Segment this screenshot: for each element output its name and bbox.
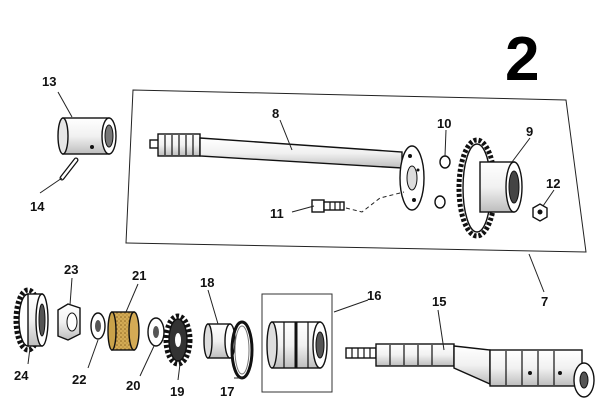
- part-17-snap-ring: [230, 320, 254, 380]
- part-12-nut: [532, 203, 548, 222]
- page-number: 2: [505, 25, 539, 94]
- part-20-washer: [147, 317, 165, 347]
- callout-14: 14: [30, 199, 45, 214]
- part-11-bolt: [311, 191, 405, 213]
- callout-20: 20: [126, 378, 140, 393]
- part-15-shaft: [345, 343, 595, 398]
- assembly-box-7: [125, 89, 587, 253]
- callout-18: 18: [200, 275, 214, 290]
- callout-15: 15: [432, 294, 446, 309]
- part-8-shaft: [149, 133, 425, 211]
- callout-24: 24: [14, 368, 29, 383]
- part-19-gear: [163, 313, 193, 367]
- leader-lines: [27, 91, 555, 381]
- callout-19: 19: [170, 384, 184, 399]
- part-21-bushing: [107, 311, 140, 351]
- callout-12: 12: [546, 176, 560, 191]
- part-16-synchro: [261, 293, 333, 393]
- part-13-sleeve: [57, 117, 117, 155]
- callout-10: 10: [437, 116, 451, 131]
- part-14-pin: [59, 157, 79, 181]
- part-22-washer: [90, 312, 106, 340]
- callout-23: 23: [64, 262, 78, 277]
- callout-21: 21: [132, 268, 146, 283]
- part-9-gear: [456, 137, 523, 239]
- part-24-gear-ring: [13, 287, 49, 353]
- callout-13: 13: [42, 74, 56, 89]
- callout-22: 22: [72, 372, 86, 387]
- part-23-nut: [57, 303, 81, 341]
- callout-16: 16: [367, 288, 381, 303]
- callout-11: 11: [270, 206, 284, 221]
- part-18-sleeve: [203, 323, 236, 359]
- callout-17: 17: [220, 384, 234, 399]
- part-10-washer: [434, 155, 451, 209]
- callout-9: 9: [526, 124, 533, 139]
- callout-8: 8: [272, 106, 279, 121]
- callout-7: 7: [541, 294, 548, 309]
